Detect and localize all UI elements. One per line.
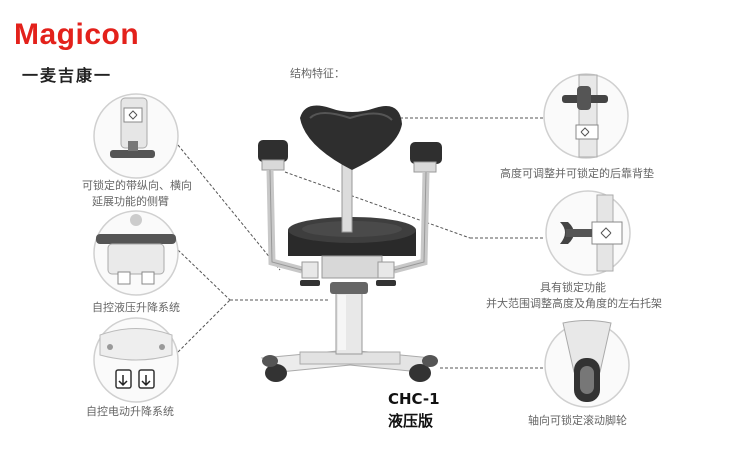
hydraulic-detail-circle: [93, 210, 179, 296]
brand-subtitle: 一麦吉康一: [22, 66, 113, 85]
model-caption: CHC-1 液压版: [388, 388, 440, 432]
backrest-label: 高度可调整并可锁定的后靠背垫: [500, 167, 654, 180]
armrest-detail-circle: [93, 93, 179, 179]
connector-lines: [177, 117, 545, 369]
armrest-label-line1: 可锁定的带纵向、横向: [82, 179, 192, 192]
electric-detail-circle: [93, 317, 179, 403]
wheel-label: 轴向可锁定滚动脚轮: [528, 414, 627, 427]
structure-title: 结构特征：: [290, 67, 345, 80]
armrest-label-line2: 延展功能的侧臂: [92, 195, 169, 208]
lock-label-line1: 具有锁定功能: [540, 281, 606, 294]
lock-label-line2: 并大范围调整高度及角度的左右托架: [486, 297, 662, 310]
electric-label: 自控电动升降系统: [86, 405, 174, 418]
lock-detail-circle: [545, 190, 631, 276]
hydraulic-label: 自控液压升降系统: [92, 301, 180, 314]
chair-illustration: [258, 105, 442, 382]
caster-detail-circle: [544, 320, 630, 408]
backrest-detail-circle: [543, 73, 629, 159]
model-code: CHC-1: [388, 390, 440, 408]
brand-logo: Magicon: [14, 18, 140, 51]
model-version: 液压版: [388, 412, 434, 430]
